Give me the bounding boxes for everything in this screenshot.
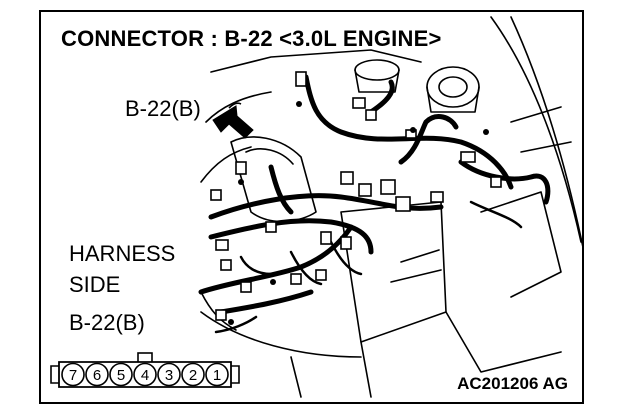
pin-4-label: 4: [141, 367, 149, 384]
pin-6-circle: [85, 362, 109, 387]
pin-6-label: 6: [93, 367, 101, 384]
pin-2-circle: [181, 362, 205, 387]
pin-5-label: 5: [117, 367, 125, 384]
callout-arrow: [212, 102, 254, 139]
pin-3-label: 3: [165, 367, 173, 384]
harness-connector-label: B-22(B): [69, 310, 145, 335]
pin-1-circle: [205, 362, 229, 387]
pin-2-label: 2: [189, 367, 197, 384]
pin-7-label: 7: [69, 367, 77, 384]
pin-4-circle: [133, 362, 157, 387]
pin-1-label: 1: [213, 367, 221, 384]
diagram-title: CONNECTOR : B-22 <3.0L ENGINE>: [61, 26, 442, 51]
harness-label-line2: SIDE: [69, 272, 121, 297]
figure-code: AC201206 AG: [457, 374, 568, 393]
harness-label-line1: HARNESS: [69, 241, 176, 266]
pin-5-circle: [109, 362, 133, 387]
pin-3-circle: [157, 362, 181, 387]
connector-callout-label: B-22(B): [125, 96, 201, 121]
pin-7-circle: [61, 362, 85, 387]
